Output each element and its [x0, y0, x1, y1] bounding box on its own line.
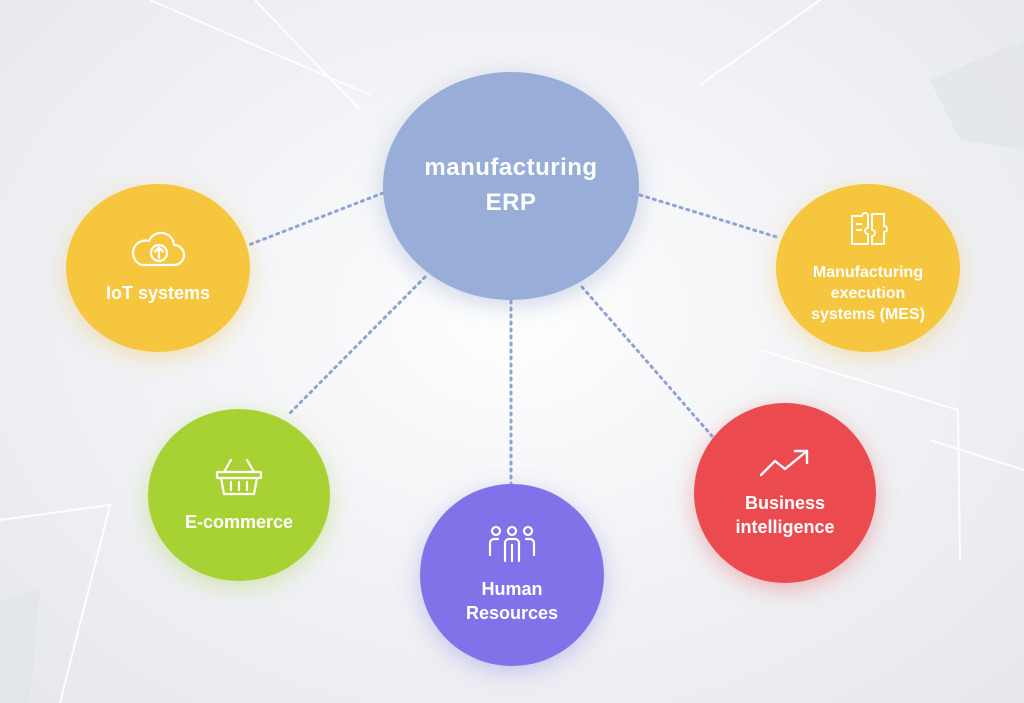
connector-iot — [244, 191, 385, 248]
node-human-resources: Human Resources — [420, 484, 604, 666]
center-node-label: manufacturing ERP — [424, 154, 598, 216]
node-e-commerce: E-commerce — [148, 409, 330, 581]
connector-bi — [580, 285, 714, 438]
node-business-intelligence: Business intelligence — [694, 403, 876, 583]
trend-up-icon — [757, 447, 813, 484]
center-node-manufacturing-erp: manufacturing ERP — [383, 72, 639, 300]
connector-ecommerce — [288, 275, 427, 415]
connector-mes — [638, 193, 782, 240]
cloud-upload-icon — [130, 231, 186, 274]
node-label: Business intelligence — [735, 493, 835, 537]
node-label: Manufacturing execution systems (MES) — [811, 264, 925, 323]
node-label: IoT systems — [105, 282, 211, 303]
node-iot-systems: IoT systems — [66, 184, 250, 352]
node-manufacturing-execution-systems: Manufacturing execution systems (MES) — [776, 184, 960, 352]
people-icon — [485, 525, 539, 570]
node-label: E-commerce — [184, 511, 294, 532]
puzzle-icon — [848, 210, 888, 255]
shopping-basket-icon — [214, 456, 264, 503]
node-label: Human Resources — [465, 579, 559, 623]
